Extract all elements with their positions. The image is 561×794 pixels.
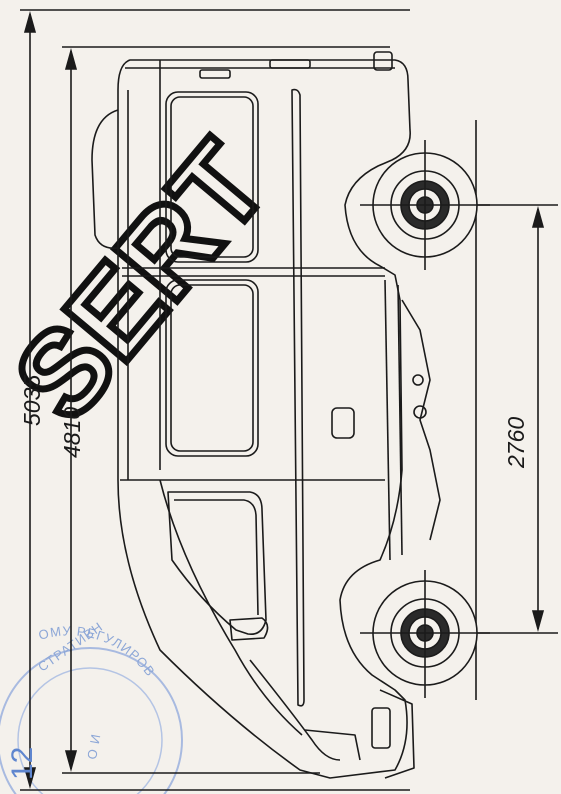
rear-wheel (360, 140, 490, 270)
front-wheel (360, 570, 490, 698)
body-length-label: 4810 (59, 407, 85, 458)
page-number: 12 (6, 747, 39, 780)
wheelbase-label: 2760 (503, 417, 529, 469)
stamp-side-text: О И (84, 732, 103, 760)
body-length-dimension (62, 46, 390, 774)
overall-length-label: 5035 (19, 375, 45, 426)
overall-length-dimension (20, 9, 410, 791)
vehicle-body (91, 51, 441, 779)
